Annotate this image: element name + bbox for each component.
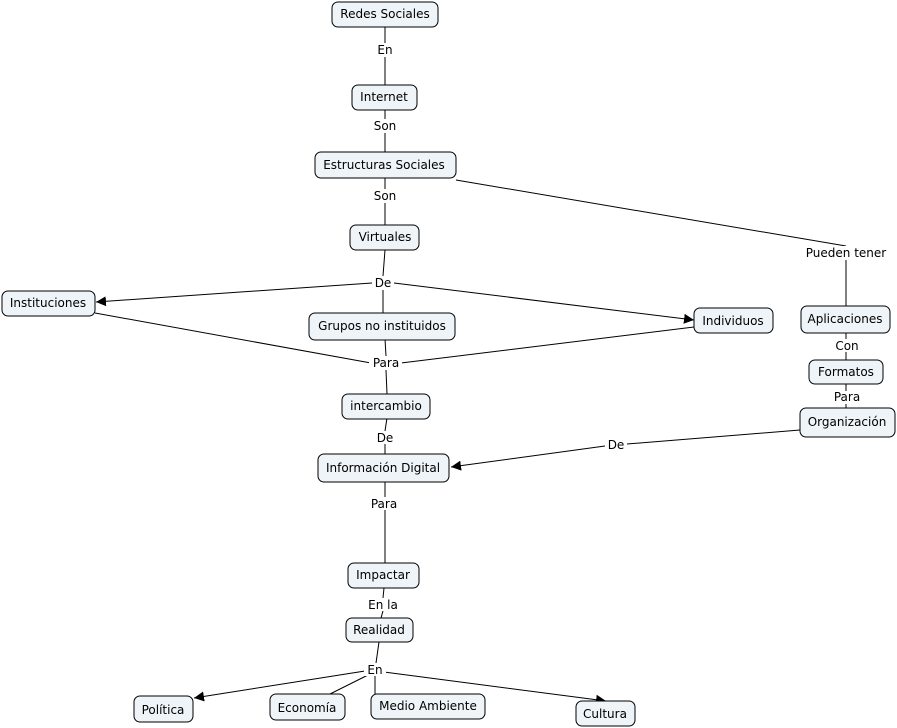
- concept-informacion-digital[interactable]: Información Digital: [317, 453, 450, 483]
- link-son-1: Son: [370, 119, 400, 133]
- link-label: Son: [374, 189, 397, 203]
- concept-label: Estructuras Sociales: [323, 158, 445, 172]
- concept-label: Organización: [808, 415, 887, 429]
- concept-organizacion[interactable]: Organización: [799, 407, 896, 438]
- linking-phrases: En Son Son Pueden tener De Con Para Para…: [364, 43, 888, 677]
- concept-label: Información Digital: [326, 461, 440, 475]
- edge-en-politica: [193, 670, 366, 702]
- link-en-1: En: [373, 43, 397, 57]
- edge-de-individuos: [393, 282, 695, 324]
- link-pueden-tener: Pueden tener: [804, 246, 888, 260]
- concept-realidad[interactable]: Realidad: [345, 617, 414, 643]
- edge-realidad-en: [375, 641, 380, 664]
- link-en-la: En la: [365, 598, 401, 612]
- edge-grupos-para: [384, 338, 387, 357]
- edge-para-intercambio: [385, 369, 388, 395]
- concept-label: Instituciones: [10, 296, 86, 310]
- link-de-2: De: [374, 431, 396, 445]
- edge-impactar-enla: [382, 587, 385, 599]
- concept-label: Aplicaciones: [808, 312, 883, 326]
- link-label: Para: [373, 356, 399, 370]
- link-para-3: Para: [368, 497, 401, 511]
- edge-organizacion-de: [626, 429, 801, 445]
- connections: [94, 26, 847, 705]
- concept-virtuales[interactable]: Virtuales: [349, 224, 420, 251]
- link-label: Con: [835, 339, 858, 353]
- edge-instituciones-para: [94, 312, 372, 364]
- concept-label: intercambio: [350, 399, 422, 413]
- link-con: Con: [834, 339, 860, 353]
- concept-internet[interactable]: Internet: [351, 84, 418, 111]
- edge-de-instituciones: [95, 282, 373, 307]
- link-para-2: Para: [831, 390, 864, 404]
- concept-label: Internet: [360, 90, 408, 104]
- concept-label: Medio Ambiente: [379, 699, 477, 713]
- link-label: De: [377, 431, 394, 445]
- link-en-2: En: [364, 663, 386, 677]
- concept-formatos[interactable]: Formatos: [808, 359, 884, 385]
- link-para-1: Para: [369, 356, 402, 370]
- concept-aplicaciones[interactable]: Aplicaciones: [800, 305, 891, 334]
- concept-individuos[interactable]: Individuos: [693, 307, 774, 334]
- concept-impactar[interactable]: Impactar: [347, 562, 420, 589]
- concept-label: Redes Sociales: [340, 7, 429, 21]
- concept-estructuras-sociales[interactable]: Estructuras Sociales: [314, 151, 457, 179]
- link-de-3: De: [605, 438, 627, 452]
- link-label: Para: [834, 390, 860, 404]
- edge-virtuales-de: [382, 249, 386, 277]
- concept-cultura[interactable]: Cultura: [575, 700, 636, 727]
- concept-label: Individuos: [702, 314, 763, 328]
- concept-label: Formatos: [818, 365, 874, 379]
- edge-en-economia: [329, 674, 369, 695]
- link-label: En: [367, 663, 382, 677]
- link-label: De: [375, 276, 392, 290]
- link-son-2: Son: [370, 189, 400, 203]
- concept-label: Cultura: [583, 707, 627, 721]
- concept-label: Grupos no instituidos: [318, 319, 446, 333]
- concept-label: Política: [142, 703, 185, 717]
- link-label: Son: [374, 119, 397, 133]
- link-label: En: [377, 43, 392, 57]
- edge-estructuras-pueden: [455, 179, 847, 247]
- link-label: En la: [368, 598, 398, 612]
- concept-redes-sociales[interactable]: Redes Sociales: [331, 1, 439, 28]
- link-label: Pueden tener: [806, 246, 887, 260]
- concept-label: Economía: [278, 701, 337, 715]
- edge-individuos-para: [400, 326, 695, 364]
- concept-instituciones[interactable]: Instituciones: [1, 290, 96, 317]
- link-label: De: [608, 438, 625, 452]
- concept-grupos-no-instituidos[interactable]: Grupos no instituidos: [308, 312, 456, 341]
- edge-en-cultura: [383, 671, 607, 705]
- edge-enla-realidad: [380, 610, 384, 619]
- edge-de-informacion-arrow: [450, 445, 606, 471]
- link-label: Para: [371, 497, 397, 511]
- concept-intercambio[interactable]: intercambio: [341, 393, 431, 420]
- concept-label: Impactar: [356, 568, 410, 582]
- concept-label: Virtuales: [359, 230, 412, 244]
- concept-medio-ambiente[interactable]: Medio Ambiente: [370, 693, 486, 720]
- concept-label: Realidad: [353, 623, 405, 637]
- edge-intercambio-de: [384, 417, 388, 432]
- concept-economia[interactable]: Economía: [269, 693, 346, 721]
- concept-politica[interactable]: Política: [133, 695, 194, 723]
- link-de-1: De: [372, 276, 394, 290]
